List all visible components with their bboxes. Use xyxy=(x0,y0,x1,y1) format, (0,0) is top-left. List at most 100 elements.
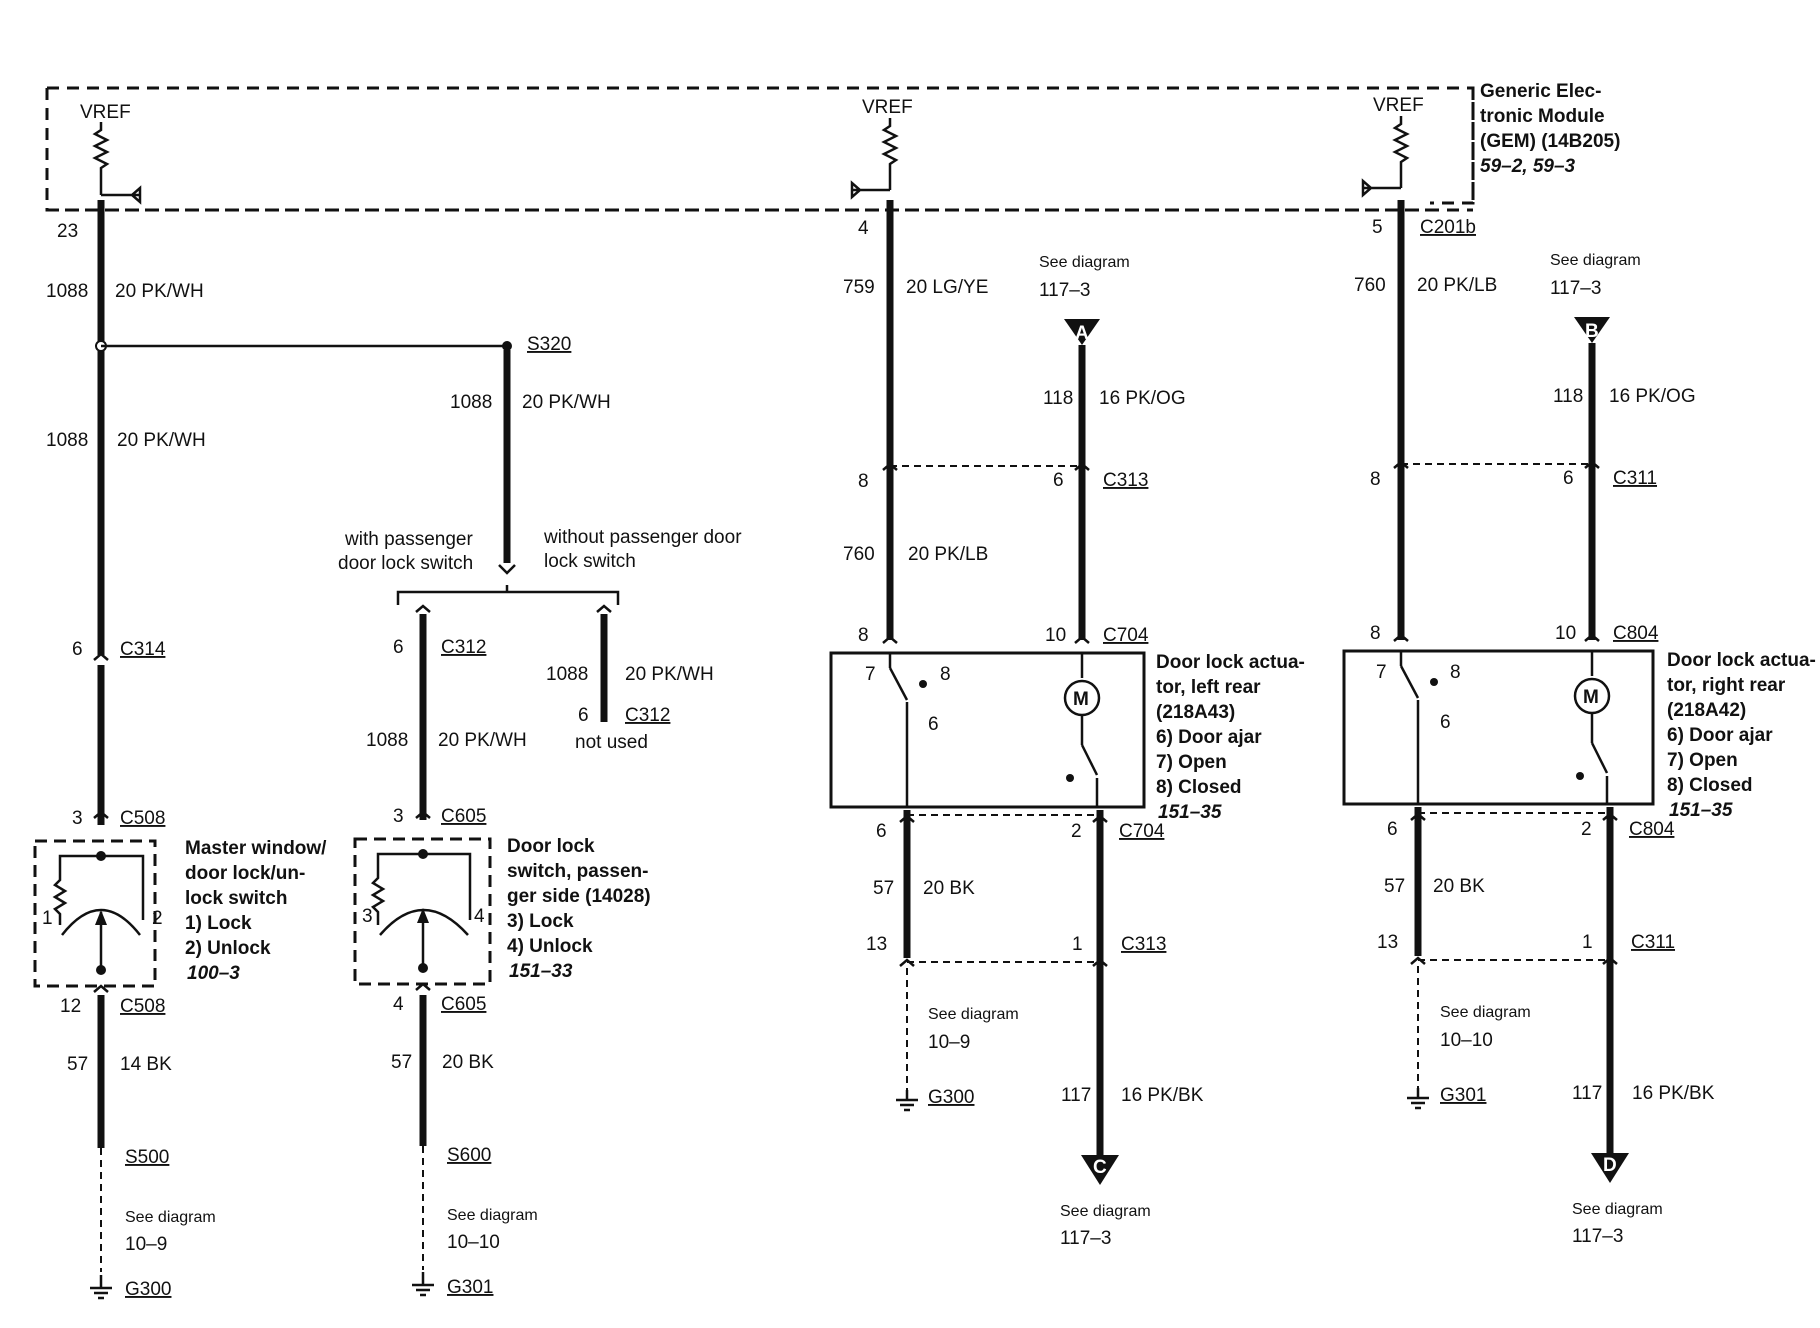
see-diagram: See diagram xyxy=(1039,254,1130,271)
see-diagram: See diagram xyxy=(1572,1201,1663,1218)
svg-text:D: D xyxy=(1603,1155,1617,1176)
actuator-item-closed: 8) Closed xyxy=(1156,777,1242,798)
switch-pin-2: 2 xyxy=(152,908,163,929)
left-circuit: 23 1088 20 PK/WH 1088 20 PK/WH 6 C314 3 … xyxy=(33,200,327,1300)
rr-circuit: 5 C201b 760 20 PK/LB See diagram 117–3 B… xyxy=(1342,200,1816,1247)
without-label-1: without passenger door xyxy=(543,527,742,548)
switch-title-1: Door lock xyxy=(507,836,595,857)
ground-g301: G301 xyxy=(1440,1085,1486,1106)
pin-number: 8 xyxy=(858,625,869,646)
wire-760: 760 xyxy=(1354,275,1386,296)
wire-118: 118 xyxy=(1043,388,1073,409)
resistor-icon xyxy=(850,118,899,200)
see-diagram: See diagram xyxy=(125,1209,216,1226)
see-ref: 117–3 xyxy=(1060,1228,1111,1249)
switch-item-lock: 1) Lock xyxy=(185,913,252,934)
wire-color: 20 LG/YE xyxy=(906,277,988,298)
gem-title-2: tronic Module xyxy=(1480,106,1605,127)
connector-c605: C605 xyxy=(441,994,486,1015)
wire-117: 117 xyxy=(1572,1083,1602,1104)
pin-5: 5 xyxy=(1372,217,1383,238)
connector-c312: C312 xyxy=(625,705,670,726)
resistor-icon xyxy=(1361,116,1410,198)
master-switch: 1 2 xyxy=(33,839,163,988)
s320-circuit: S320 1088 20 PK/WH with passenger door l… xyxy=(101,334,742,1298)
door-lock-actuator-rr: M 7 8 6 xyxy=(1342,649,1655,806)
connector-c312: C312 xyxy=(441,637,486,658)
pin-number: 3 xyxy=(393,806,404,827)
motor-icon: M xyxy=(1073,689,1089,710)
actuator-pin-7: 7 xyxy=(865,664,876,685)
wire-57: 57 xyxy=(67,1054,88,1075)
switch-item-unlock: 2) Unlock xyxy=(185,938,271,959)
without-label-2: lock switch xyxy=(544,551,636,572)
gem-module: Generic Elec- tronic Module (GEM) (14B20… xyxy=(45,81,1620,212)
with-label-1: with passenger xyxy=(344,529,473,550)
see-diagram: See diagram xyxy=(1440,1004,1531,1021)
switch-ref: 100–3 xyxy=(187,963,240,984)
wire-1088: 1088 xyxy=(46,430,88,451)
connector-c804: C804 xyxy=(1629,819,1675,840)
connector-c704: C704 xyxy=(1103,625,1149,646)
wire-1088: 1088 xyxy=(366,730,408,751)
pin-number: 10 xyxy=(1045,625,1066,646)
switch-title-1: Master window/ xyxy=(185,838,327,859)
see-ref: 10–9 xyxy=(928,1032,970,1053)
wire-color: 14 BK xyxy=(120,1054,172,1075)
wire-color: 20 PK/WH xyxy=(438,730,527,751)
wire-color: 20 PK/LB xyxy=(1417,275,1497,296)
connector-c314: C314 xyxy=(120,639,166,660)
pin-number: 6 xyxy=(1563,468,1574,489)
svg-text:C: C xyxy=(1093,1157,1107,1178)
switch-pin-1: 1 xyxy=(42,908,53,929)
switch-pin-3: 3 xyxy=(362,906,373,927)
pin-number: 13 xyxy=(866,934,887,955)
wire-color: 16 PK/OG xyxy=(1099,388,1186,409)
see-diagram: See diagram xyxy=(1060,1203,1151,1220)
pin-number: 1 xyxy=(1072,934,1083,955)
splice-s320: S320 xyxy=(527,334,571,355)
gem-title-1: Generic Elec- xyxy=(1480,81,1601,102)
pin-number: 8 xyxy=(1370,623,1381,644)
actuator-ref: 151–35 xyxy=(1158,802,1222,823)
switch-title-2: door lock/un- xyxy=(185,863,305,884)
wire-57: 57 xyxy=(1384,876,1405,897)
switch-ref: 151–33 xyxy=(509,961,573,982)
pin-number: 6 xyxy=(393,637,404,658)
connector-c508: C508 xyxy=(120,808,165,829)
passenger-switch: 3 4 xyxy=(353,837,492,986)
actuator-item-ajar: 6) Door ajar xyxy=(1667,725,1773,746)
actuator-pin-6: 6 xyxy=(1440,712,1451,733)
wire-57: 57 xyxy=(873,878,894,899)
actuator-pin-8: 8 xyxy=(1450,662,1461,683)
see-ref: 10–10 xyxy=(447,1232,500,1253)
see-ref: 10–9 xyxy=(125,1234,167,1255)
actuator-title-2: tor, left rear xyxy=(1156,677,1261,698)
switch-title-3: lock switch xyxy=(185,888,287,909)
see-ref: 117–3 xyxy=(1039,280,1090,301)
pin-4: 4 xyxy=(858,218,869,239)
see-diagram: See diagram xyxy=(1550,252,1641,269)
splice-s500: S500 xyxy=(125,1147,169,1168)
connector-c508: C508 xyxy=(120,996,165,1017)
wire-759: 759 xyxy=(843,277,875,298)
pin-number: 8 xyxy=(1370,469,1381,490)
marker-a: A xyxy=(1064,319,1100,345)
vref-mid: VREF xyxy=(862,97,913,118)
resistor-icon xyxy=(92,122,142,205)
connector-c704: C704 xyxy=(1119,821,1165,842)
wire-1088: 1088 xyxy=(46,281,88,302)
actuator-pin-6: 6 xyxy=(928,714,939,735)
wire-color: 20 BK xyxy=(923,878,975,899)
actuator-title-2: tor, right rear xyxy=(1667,675,1786,696)
pin-number: 8 xyxy=(858,471,869,492)
svg-text:A: A xyxy=(1075,323,1089,344)
actuator-ref: 151–35 xyxy=(1669,800,1733,821)
marker-d: D xyxy=(1591,1153,1629,1183)
wire-1088: 1088 xyxy=(450,392,492,413)
actuator-item-ajar: 6) Door ajar xyxy=(1156,727,1262,748)
wire-color: 20 BK xyxy=(442,1052,494,1073)
actuator-item-closed: 8) Closed xyxy=(1667,775,1753,796)
pin-number: 6 xyxy=(1387,819,1398,840)
switch-item-unlock: 4) Unlock xyxy=(507,936,593,957)
